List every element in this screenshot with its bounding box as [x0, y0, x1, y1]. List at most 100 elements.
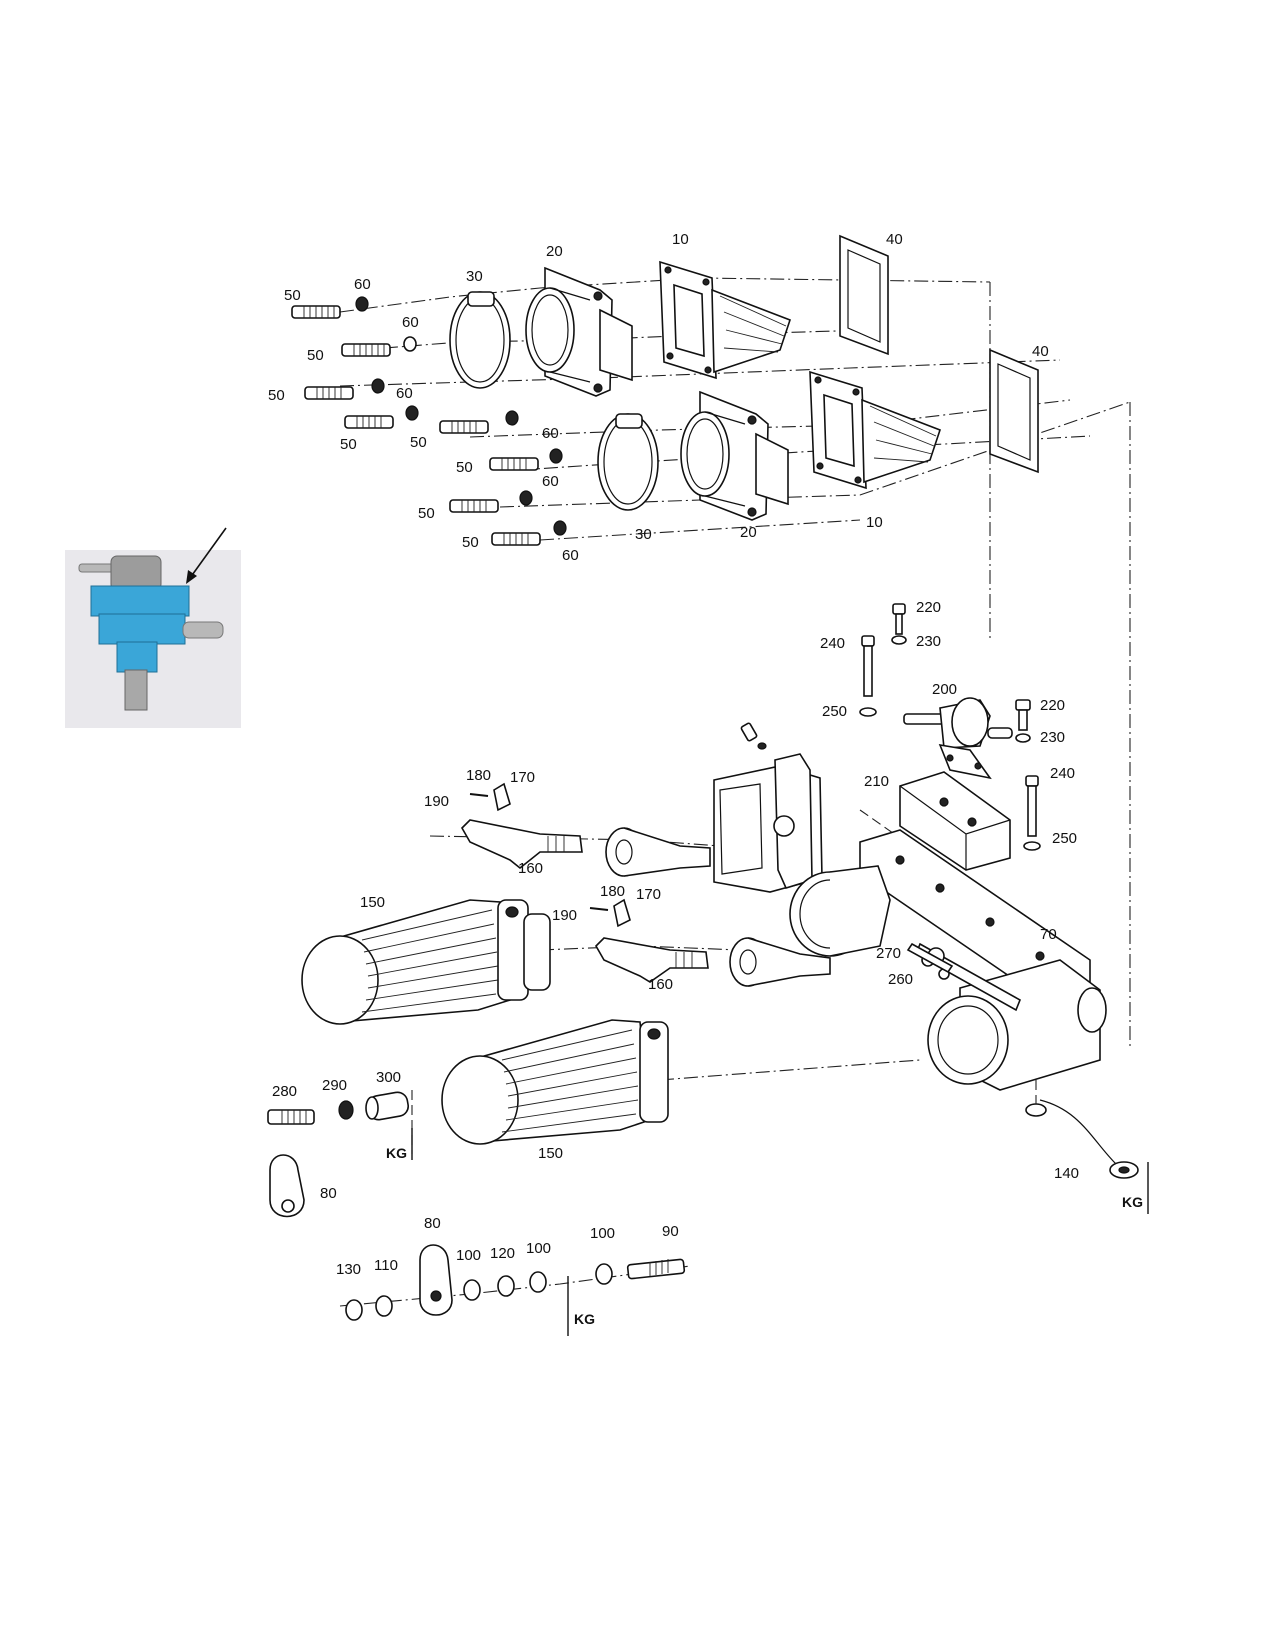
kg-marker-1: KG — [386, 1145, 407, 1161]
nut-120 — [497, 1275, 515, 1297]
stud-240-b — [1025, 775, 1039, 837]
label-20-b: 20 — [740, 524, 757, 541]
throttle-bore-b — [927, 959, 1107, 1091]
gasket-40-b — [989, 348, 1039, 474]
bolt-50-e — [439, 420, 489, 434]
washer-230-a — [891, 635, 907, 645]
label-160-a: 160 — [518, 860, 543, 877]
throttle-body-housing-a — [713, 753, 823, 893]
label-40-b: 40 — [1032, 343, 1049, 360]
adapter-flange-20-b — [680, 390, 789, 521]
linkage-260-270 — [906, 942, 954, 980]
small-screw-top — [740, 722, 767, 750]
label-60-e: 60 — [542, 473, 559, 490]
label-260: 260 — [888, 971, 913, 988]
label-60-f: 60 — [562, 547, 579, 564]
pointer-arrow-icon — [186, 527, 227, 584]
label-20-a: 20 — [546, 243, 563, 260]
screw-180-a — [469, 793, 489, 797]
label-80-b: 80 — [424, 1215, 441, 1232]
label-50-g: 50 — [418, 505, 435, 522]
injector-nozzle-b — [729, 937, 831, 987]
label-290: 290 — [322, 1077, 347, 1094]
nut-130 — [345, 1299, 363, 1321]
label-170-a: 170 — [510, 769, 535, 786]
label-50-b: 50 — [307, 347, 324, 364]
bolt-280 — [267, 1109, 315, 1125]
washer-60-f — [549, 448, 563, 464]
label-10-b: 10 — [866, 514, 883, 531]
label-140: 140 — [1054, 1165, 1079, 1182]
label-100-b: 100 — [526, 1240, 551, 1257]
label-220-a: 220 — [916, 599, 941, 616]
bolt-50-b — [341, 343, 391, 357]
washer-60-b — [403, 336, 417, 352]
label-50-c: 50 — [268, 387, 285, 404]
label-300: 300 — [376, 1069, 401, 1086]
bolt-50-g — [449, 499, 499, 513]
air-filter-150-b — [441, 1019, 669, 1145]
label-60-a: 60 — [354, 276, 371, 293]
label-240-b: 240 — [1050, 765, 1075, 782]
label-90: 90 — [662, 1223, 679, 1240]
spacer-300 — [365, 1091, 409, 1121]
injector-nozzle-a — [605, 827, 711, 877]
kg-marker-3: KG — [1122, 1194, 1143, 1210]
hose-clamp-30-a — [449, 291, 511, 389]
air-filter-150-a — [301, 899, 551, 1025]
washer-100-b — [529, 1271, 547, 1293]
label-60-b: 60 — [402, 314, 419, 331]
washer-100-a — [463, 1279, 481, 1301]
label-50-h: 50 — [462, 534, 479, 551]
label-150-a: 150 — [360, 894, 385, 911]
label-170-b: 170 — [636, 886, 661, 903]
screw-180-b — [589, 907, 609, 911]
label-110: 110 — [374, 1257, 398, 1274]
mount-block-210 — [899, 771, 1011, 871]
label-60-c: 60 — [396, 385, 413, 402]
label-100-c: 100 — [590, 1225, 615, 1242]
pressure-regulator-200 — [903, 697, 1013, 780]
label-280: 280 — [272, 1083, 297, 1100]
reed-valve-10-b — [809, 370, 942, 490]
bracket-80-a — [269, 1154, 305, 1218]
label-130: 130 — [336, 1261, 361, 1278]
bolt-50-a — [291, 305, 341, 319]
label-180-b: 180 — [600, 883, 625, 900]
label-120: 120 — [490, 1245, 515, 1262]
label-230-a: 230 — [916, 633, 941, 650]
label-230-b: 230 — [1040, 729, 1065, 746]
label-60-d: 60 — [542, 425, 559, 442]
bolt-50-d — [344, 415, 394, 429]
hose-clamp-30-b — [597, 413, 659, 511]
washer-60-d — [405, 405, 419, 421]
label-150-b: 150 — [538, 1145, 563, 1162]
adapter-flange-20-a — [525, 266, 633, 397]
washer-290 — [338, 1100, 354, 1120]
label-190-a: 190 — [424, 793, 449, 810]
bolt-220-a — [892, 603, 906, 635]
label-210: 210 — [864, 773, 889, 790]
kg-marker-2: KG — [574, 1311, 595, 1327]
label-30-b: 30 — [635, 526, 652, 543]
washer-110 — [375, 1295, 393, 1317]
label-180-a: 180 — [466, 767, 491, 784]
bolt-50-h — [491, 532, 541, 546]
fuel-pressure-regulator-icon — [65, 550, 241, 728]
label-240-a: 240 — [820, 635, 845, 652]
washer-60-h — [553, 520, 567, 536]
gasket-40-a — [839, 234, 889, 356]
label-270: 270 — [876, 945, 901, 962]
stud-240-a — [861, 635, 875, 697]
throttle-bore-a — [789, 865, 891, 957]
label-250-b: 250 — [1052, 830, 1077, 847]
washer-60-a — [355, 296, 369, 312]
label-50-d: 50 — [340, 436, 357, 453]
washer-250-b — [1023, 841, 1041, 851]
bolt-50-f — [489, 457, 539, 471]
label-70: 70 — [1040, 926, 1057, 943]
reed-valve-10-a — [659, 260, 792, 380]
label-50-e: 50 — [410, 434, 427, 451]
label-100-a: 100 — [456, 1247, 481, 1264]
